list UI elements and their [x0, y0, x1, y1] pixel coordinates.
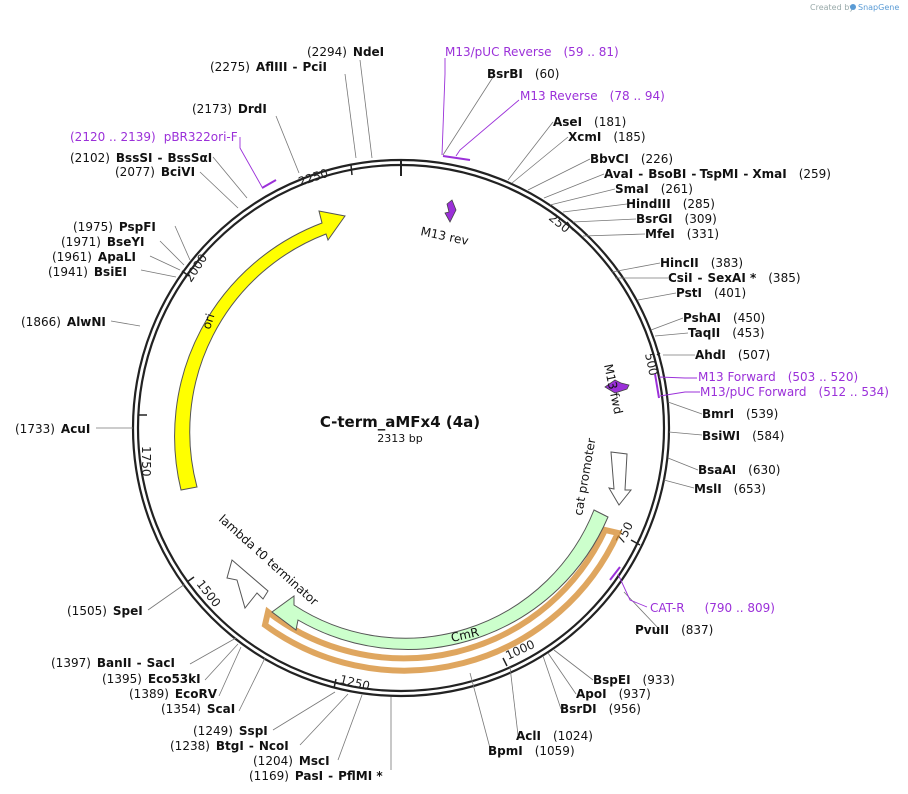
tick-label-500: 500	[642, 352, 660, 377]
m13-fwd-arrow[interactable]	[604, 379, 630, 394]
tick-750	[630, 539, 641, 546]
tick-500	[656, 352, 661, 356]
ori-label: ori	[199, 312, 217, 331]
site-pspfi[interactable]: (1975)PspFI	[73, 220, 156, 234]
site-bsssi-bsssai[interactable]: (2102)BssSI-BssSαI	[70, 151, 212, 165]
primer-m13-puc-reverse[interactable]: M13/pUC Reverse(59 .. 81)	[445, 45, 619, 59]
site-bmri[interactable]: BmrI(539)	[702, 407, 778, 421]
tick-1500	[186, 576, 195, 583]
site-avai-bsobi-tspmi-xmai[interactable]: AvaI-BsoBI-TspMI-XmaI(259)	[604, 167, 831, 181]
site-bsrgi[interactable]: BsrGI(309)	[636, 212, 717, 226]
site-apali[interactable]: (1961)ApaLI	[52, 250, 136, 264]
primer-m13-reverse[interactable]: M13 Reverse(78 .. 94)	[520, 89, 665, 103]
primer-mark-cat-r	[609, 566, 621, 581]
site-bpmi[interactable]: BpmI(1059)	[488, 744, 575, 758]
site-leader-lines	[96, 59, 703, 770]
site-asei[interactable]: AseI(181)	[553, 115, 626, 129]
site-pasi-pflmi[interactable]: (1169)PasI-PflMI *	[249, 769, 383, 783]
primer-mark-m13-puc-reverse	[442, 155, 471, 161]
cat-promoter-label: cat promoter	[571, 437, 598, 516]
site-psti[interactable]: PstI(401)	[676, 286, 746, 300]
site-msci[interactable]: (1204)MscI	[253, 754, 330, 768]
primer-leader-lines	[239, 58, 700, 608]
site-xcmi[interactable]: XcmI(185)	[568, 130, 646, 144]
feature-cmr[interactable]: CmR	[261, 509, 623, 674]
site-spei[interactable]: (1505)SpeI	[67, 604, 143, 618]
site-acui[interactable]: (1733)AcuI	[15, 422, 90, 436]
tick-2250	[350, 164, 353, 176]
feature-lambda-t0[interactable]: lambda t0 terminator	[216, 512, 321, 610]
site-bsrdi[interactable]: BsrDI(956)	[560, 702, 641, 716]
cat-promoter-arrow[interactable]	[608, 451, 633, 506]
credit-prefix: Created by	[810, 3, 854, 12]
lambda-t0-arrow[interactable]	[226, 559, 269, 610]
primer-mark-pbr322ori-f	[261, 179, 277, 189]
site-hincii[interactable]: HincII(383)	[660, 256, 743, 270]
site-bsaai[interactable]: BsaAI(630)	[698, 463, 780, 477]
primer-cat-r[interactable]: CAT-R(790 .. 809)	[650, 601, 775, 615]
site-afliii-pcii[interactable]: (2275)AflIII-PciI	[210, 60, 327, 74]
primer-marks	[261, 155, 660, 581]
site-bcivi[interactable]: (2077)BciVI	[115, 165, 195, 179]
site-ndei[interactable]: (2294)NdeI	[307, 45, 384, 59]
site-mfei[interactable]: MfeI(331)	[645, 227, 719, 241]
site-banii-saci[interactable]: (1397)BanII-SacI	[51, 656, 175, 670]
primer-m13-forward[interactable]: M13 Forward(503 .. 520)	[698, 370, 858, 384]
site-bsiwi[interactable]: BsiWI(584)	[702, 429, 784, 443]
m13-rev-label: M13 rev	[419, 224, 469, 248]
tick-250	[566, 221, 574, 231]
site-ahdi[interactable]: AhdI(507)	[695, 348, 770, 362]
site-hindiii[interactable]: HindIII(285)	[626, 197, 715, 211]
site-acli[interactable]: AclI(1024)	[516, 729, 593, 743]
plasmid-name: C-term_aMFx4 (4a)	[320, 413, 480, 431]
site-btgi-ncoi[interactable]: (1238)BtgI-NcoI	[170, 739, 289, 753]
site-scai[interactable]: (1354)ScaI	[161, 702, 235, 716]
ori-arrow[interactable]	[174, 210, 346, 491]
site-labels-right: BsrBI(60) AseI(181) XcmI(185) BbvCI(226)…	[487, 67, 831, 758]
site-ecorv[interactable]: (1389)EcoRV	[129, 687, 218, 701]
primer-m13-puc-forward[interactable]: M13/pUC Forward(512 .. 534)	[700, 385, 889, 399]
site-bspei[interactable]: BspEI(933)	[593, 673, 675, 687]
primer-pbr322ori-f[interactable]: (2120 .. 2139)pBR322ori-F	[70, 130, 238, 144]
site-bbvci[interactable]: BbvCI(226)	[590, 152, 673, 166]
site-msli[interactable]: MslI(653)	[694, 482, 766, 496]
site-pshai[interactable]: PshAI(450)	[683, 311, 765, 325]
credit-brand: SnapGene	[858, 3, 899, 12]
site-taqii[interactable]: TaqII(453)	[688, 326, 765, 340]
site-drdi[interactable]: (2173)DrdI	[192, 102, 267, 116]
tick-label-1500: 1500	[194, 577, 224, 610]
tick-label-2250: 2250	[297, 166, 330, 189]
site-bsiei[interactable]: (1941)BsiEI	[48, 265, 127, 279]
cmr-orf-outline	[261, 526, 623, 674]
site-apoi[interactable]: ApoI(937)	[576, 687, 651, 701]
site-alwni[interactable]: (1866)AlwNI	[21, 315, 106, 329]
m13-rev-arrow[interactable]	[444, 199, 457, 223]
site-csii-sexai[interactable]: CsiI-SexAI *(385)	[668, 271, 801, 285]
feature-m13-fwd[interactable]: M13 fwd	[601, 363, 630, 416]
tick-2000	[181, 270, 190, 277]
snapgene-logo-icon	[850, 4, 856, 10]
feature-ori[interactable]: ori	[174, 210, 346, 491]
snapgene-credit: Created by SnapGene	[810, 3, 899, 12]
site-smai[interactable]: SmaI(261)	[615, 182, 693, 196]
tick-label-1750: 1750	[139, 446, 153, 477]
cmr-arrow[interactable]	[271, 509, 609, 650]
primer-labels: M13/pUC Reverse(59 .. 81) M13 Reverse(78…	[70, 45, 889, 615]
site-bsrbi[interactable]: BsrBI(60)	[487, 67, 559, 81]
feature-cat-promoter[interactable]: cat promoter	[571, 437, 633, 517]
site-pvuii[interactable]: PvuII(837)	[635, 623, 713, 637]
plasmid-size: 2313 bp	[377, 432, 422, 445]
site-sspi[interactable]: (1249)SspI	[193, 724, 268, 738]
site-eco53ki[interactable]: (1395)Eco53kI	[102, 672, 201, 686]
tick-1250	[333, 678, 337, 689]
cmr-label: CmR	[450, 625, 481, 645]
feature-m13-rev[interactable]: M13 rev	[419, 199, 470, 248]
site-bseyi[interactable]: (1971)BseYI	[61, 235, 145, 249]
site-labels-left: (2294)NdeI (2275)AflIII-PciI (2173)DrdI …	[15, 45, 384, 783]
primer-mark-m13-forward	[654, 373, 660, 399]
tick-1000	[502, 657, 508, 667]
